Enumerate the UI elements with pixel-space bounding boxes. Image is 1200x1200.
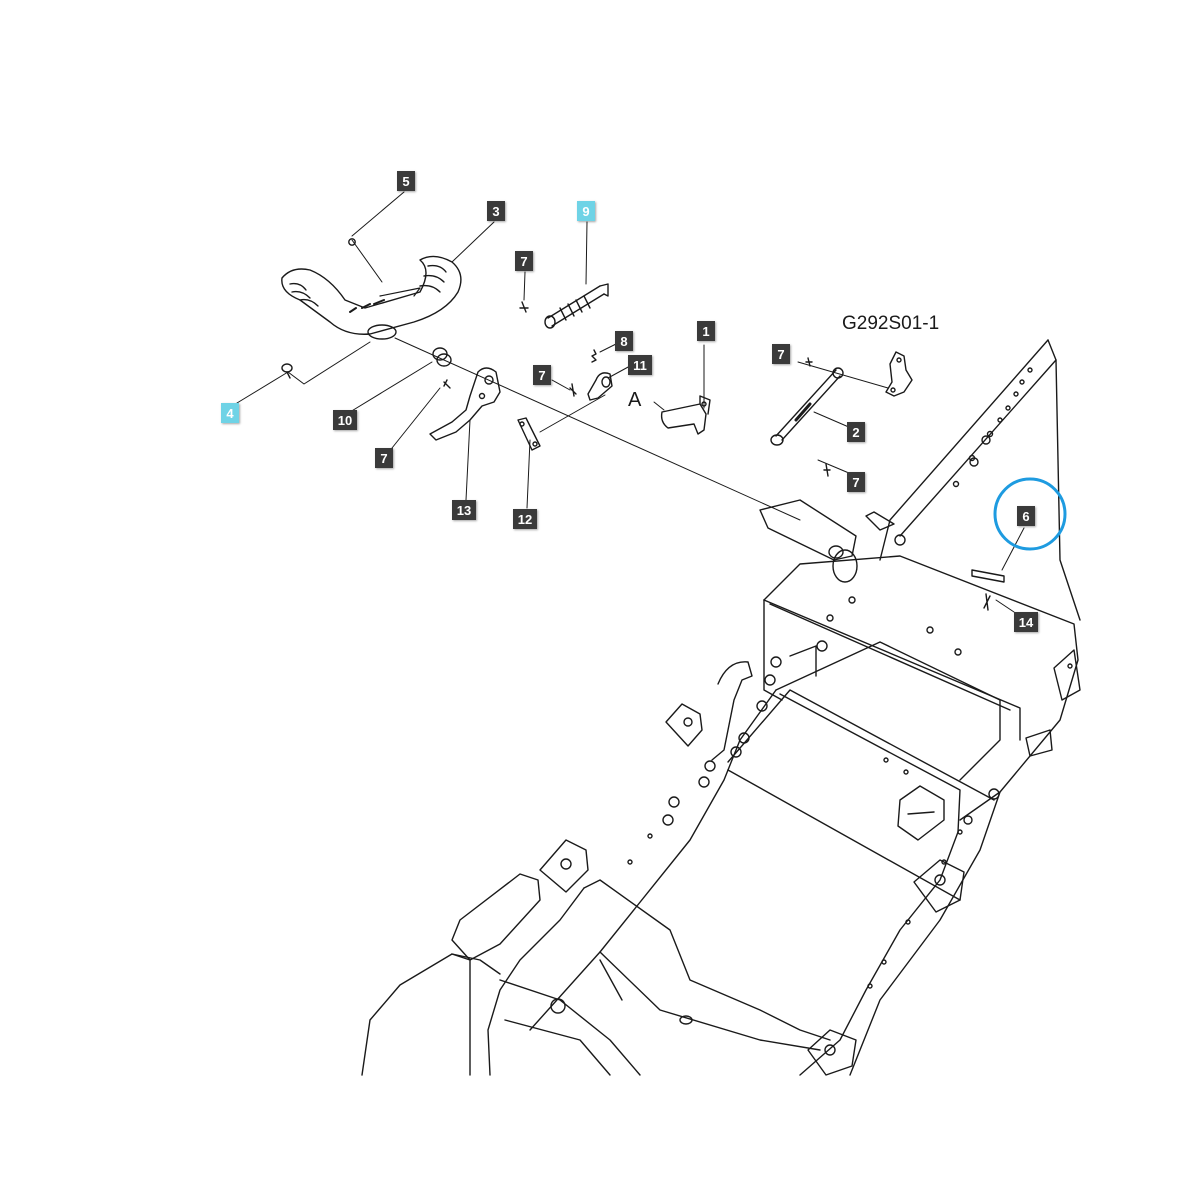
view-label-a: A: [628, 389, 642, 411]
callout-14[interactable]: 14: [1014, 612, 1038, 632]
callout-7-rod-top[interactable]: 7: [772, 344, 790, 364]
callout-8[interactable]: 8: [615, 331, 633, 351]
callout-1[interactable]: 1: [697, 321, 715, 341]
pin-part-7-rod-top: [805, 357, 813, 367]
pin-part-7-spring: [519, 301, 529, 313]
pin-part-7-arm: [569, 383, 577, 397]
callout-13[interactable]: 13: [452, 500, 476, 520]
bracket-part-upper: [885, 351, 913, 397]
bushing-part-10: [432, 347, 452, 367]
callout-7-arm[interactable]: 7: [533, 365, 551, 385]
pedal-part: [281, 238, 462, 340]
callout-7-left[interactable]: 7: [375, 448, 393, 468]
callout-3[interactable]: 3: [487, 201, 505, 221]
callout-2[interactable]: 2: [847, 422, 865, 442]
callout-12[interactable]: 12: [513, 509, 537, 529]
arm-part-11: [587, 372, 613, 401]
highlight-circle: [993, 477, 1067, 551]
callout-7-spring[interactable]: 7: [515, 251, 533, 271]
pin-part-14: [983, 593, 991, 611]
spring-part-8: [591, 349, 597, 363]
pin-part-7-rod-bottom: [823, 463, 831, 477]
tractor-frame: [361, 339, 1081, 1076]
callout-11[interactable]: 11: [628, 355, 652, 375]
bracket-part-13: [429, 367, 501, 441]
diagram-code: G292S01-1: [842, 313, 940, 334]
callout-7-rod-bottom[interactable]: 7: [847, 472, 865, 492]
callout-4[interactable]: 4: [221, 403, 239, 423]
plate-part-12: [517, 417, 541, 451]
leader-lines: [236, 191, 1025, 613]
callout-9[interactable]: 9: [577, 201, 595, 221]
bolt-part-4: [281, 363, 293, 379]
pin-part-7-left: [443, 379, 451, 389]
pin-part-6: [971, 569, 1005, 583]
callout-6[interactable]: 6: [1017, 506, 1035, 526]
lever-part-1: [660, 395, 711, 435]
callout-5[interactable]: 5: [397, 171, 415, 191]
callout-10[interactable]: 10: [333, 410, 357, 430]
rod-part-2: [770, 367, 844, 446]
spring-part-9: [544, 283, 609, 329]
